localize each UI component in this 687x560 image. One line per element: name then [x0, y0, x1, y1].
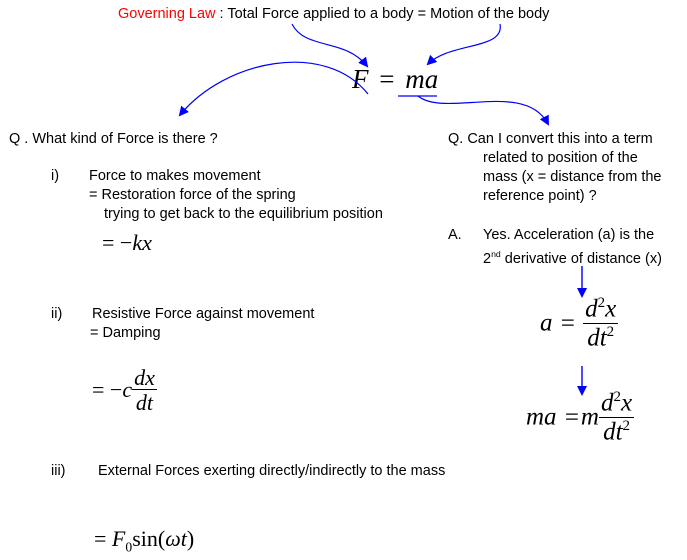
- force-eq-coef: m: [580, 403, 599, 431]
- answer-line-2: 2nd derivative of distance (x): [483, 245, 662, 269]
- force-eq-num-x: x: [620, 389, 633, 417]
- acc-eq-fraction: d2x dt2: [583, 295, 619, 352]
- item-2-eq-numerator: dx: [132, 365, 157, 391]
- item-2-eq-denominator: dt: [135, 390, 154, 416]
- main-equation: F = ma: [352, 64, 438, 94]
- item-2-eq-minus: −: [109, 377, 123, 403]
- force-eq-den-sup: 2: [622, 417, 631, 434]
- item-1-eq-body: kx: [132, 230, 152, 255]
- acc-eq-num-x: x: [605, 295, 617, 323]
- answer-line-2-sup: nd: [491, 249, 501, 259]
- arrow-header-to-F: [291, 23, 369, 68]
- item-3-eq-sign: =: [94, 526, 107, 551]
- arrow-ma-to-right-question: [417, 95, 549, 126]
- item-1-numeral: i): [51, 168, 60, 184]
- item-2-equation: = −c dx dt: [92, 366, 157, 414]
- item-2-eq-sign: =: [92, 377, 105, 403]
- force-eq-numerator: d2x: [598, 389, 635, 418]
- item-3-eq-arg-close: ): [186, 526, 195, 551]
- force-eq-den-dt: dt: [603, 417, 623, 445]
- item-1-equation: = −kx: [102, 230, 152, 256]
- governing-law-line: Governing Law : Total Force applied to a…: [118, 5, 549, 24]
- force-eq-num-sup: 2: [613, 389, 621, 405]
- item-3-title: External Forces exerting directly/indire…: [98, 463, 446, 479]
- force-eq-lhs: ma: [526, 403, 557, 431]
- acc-eq-eq: =: [560, 309, 575, 337]
- item-1-title: Force to makes movement: [89, 168, 261, 184]
- governing-law-separator: :: [215, 6, 228, 22]
- force-equation: ma =m d2x dt2: [526, 389, 635, 446]
- item-1-eq-sign: =: [102, 230, 115, 255]
- acc-eq-lhs: a: [540, 309, 553, 337]
- item-1-eq-minus: −: [119, 230, 133, 255]
- item-2-title: Resistive Force against movement: [92, 306, 315, 322]
- answer-line-1: Yes. Acceleration (a) is the: [483, 227, 655, 243]
- item-2-sub1: = Damping: [90, 325, 161, 341]
- item-3-eq-func: sin: [132, 526, 158, 551]
- acc-eq-denominator: dt2: [587, 324, 614, 352]
- arrow-header-to-ma: [426, 23, 501, 66]
- acc-eq-den-dt: dt: [587, 323, 607, 351]
- force-eq-fraction: d2x dt2: [598, 389, 635, 446]
- main-equation-rhs: ma: [405, 64, 439, 94]
- force-eq-eq: =: [564, 403, 579, 431]
- item-1-sub2: trying to get back to the equilibrium po…: [104, 206, 383, 222]
- answer-label: A.: [448, 227, 462, 243]
- acc-eq-den-sup: 2: [606, 323, 615, 340]
- left-question: Q . What kind of Force is there ?: [9, 131, 218, 147]
- item-2-numeral: ii): [51, 306, 63, 322]
- right-question-line-3: mass (x = distance from the: [483, 169, 662, 185]
- main-equation-eq: =: [379, 64, 395, 94]
- right-question-line-4: reference point) ?: [483, 188, 597, 204]
- governing-law-text: Total Force applied to a body = Motion o…: [227, 6, 550, 22]
- main-equation-lhs: F: [352, 64, 369, 94]
- item-3-equation: = F0sin(ωt): [94, 526, 194, 560]
- acceleration-equation: a = d2x dt2: [540, 295, 619, 352]
- governing-law-label: Governing Law: [118, 6, 216, 22]
- force-eq-num-d: d: [600, 389, 614, 417]
- item-3-eq-sub: 0: [125, 539, 133, 555]
- acc-eq-num-sup: 2: [597, 295, 606, 311]
- item-3-eq-arg-open: (: [157, 526, 166, 551]
- right-question-line-2: related to position of the: [483, 150, 638, 166]
- force-eq-denominator: dt2: [603, 418, 630, 446]
- item-3-eq-arg: ωt: [165, 526, 187, 551]
- right-question-line-1: Q. Can I convert this into a term: [448, 131, 653, 147]
- acc-eq-num-d: d: [585, 295, 598, 323]
- item-1-sub1: = Restoration force of the spring: [89, 187, 296, 203]
- item-3-numeral: iii): [51, 463, 66, 479]
- item-2-eq-coef: c: [122, 377, 133, 403]
- answer-line-2-post: derivative of distance (x): [500, 250, 662, 267]
- arrow-F-to-left-question: [178, 61, 369, 117]
- answer-line-2-pre: 2: [483, 250, 492, 267]
- acc-eq-numerator: d2x: [583, 295, 619, 324]
- item-3-eq-F: F: [111, 526, 126, 551]
- item-2-eq-fraction: dx dt: [132, 366, 157, 414]
